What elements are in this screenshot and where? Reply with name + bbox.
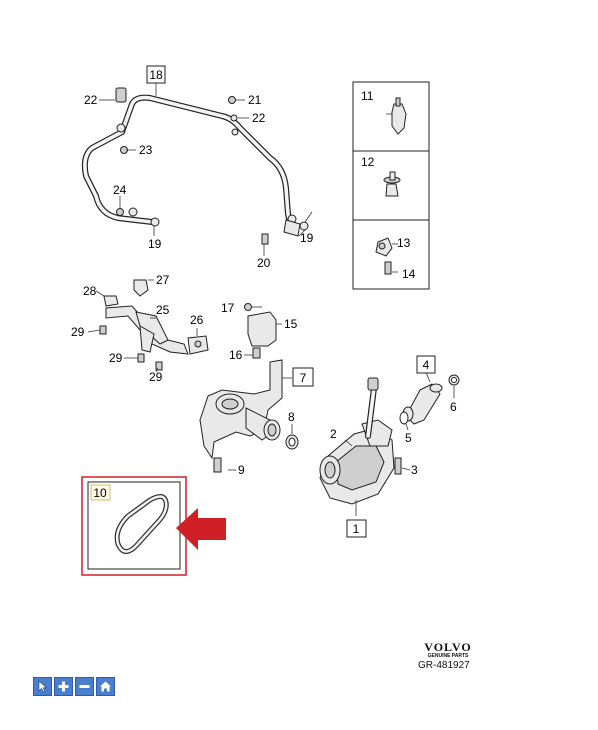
callout-5[interactable]: 5 bbox=[405, 431, 412, 445]
callout-box-1[interactable]: 1 bbox=[346, 519, 367, 538]
logo-brand: VOLVO bbox=[424, 640, 472, 654]
bracket-15 bbox=[244, 303, 282, 359]
callout-9[interactable]: 9 bbox=[238, 463, 245, 477]
callout-25[interactable]: 24 bbox=[113, 183, 127, 197]
callout-box-18[interactable]: 18 bbox=[146, 65, 166, 84]
callout-6[interactable]: 6 bbox=[450, 400, 457, 414]
callout-11[interactable]: 11 bbox=[361, 89, 374, 103]
svg-text:7: 7 bbox=[300, 371, 307, 385]
callout-box-7[interactable]: 7 bbox=[292, 367, 314, 387]
callout-23[interactable]: 22 bbox=[84, 93, 98, 107]
callout-16[interactable]: 16 bbox=[229, 348, 243, 362]
zoom-out-button[interactable] bbox=[75, 677, 94, 696]
pointer-icon bbox=[38, 680, 48, 693]
callout-19b[interactable]: 19 bbox=[300, 231, 314, 245]
home-button[interactable] bbox=[96, 677, 115, 696]
callout-17[interactable]: 17 bbox=[221, 301, 235, 315]
svg-text:18: 18 bbox=[149, 68, 163, 82]
callout-28b[interactable]: 28 bbox=[83, 284, 97, 298]
logo-subtitle: GENUINE PARTS bbox=[427, 653, 469, 659]
callout-29c[interactable]: 29 bbox=[149, 370, 163, 384]
svg-text:1: 1 bbox=[353, 522, 360, 536]
callout-26[interactable]: 25 bbox=[156, 303, 170, 317]
callout-2[interactable]: 2 bbox=[330, 427, 337, 441]
svg-text:4: 4 bbox=[423, 358, 430, 372]
callout-8[interactable]: 8 bbox=[288, 410, 295, 424]
pointer-button[interactable] bbox=[33, 677, 52, 696]
home-icon bbox=[100, 681, 111, 692]
callout-28a[interactable]: 27 bbox=[156, 273, 170, 287]
bracket-group-26-29 bbox=[87, 279, 209, 373]
callout-15[interactable]: 15 bbox=[284, 317, 298, 331]
diagram-toolbar bbox=[33, 677, 115, 696]
highlight-arrow bbox=[176, 508, 226, 550]
callout-29b[interactable]: 29 bbox=[109, 351, 123, 365]
callout-27[interactable]: 26 bbox=[190, 313, 204, 327]
callout-14[interactable]: 14 bbox=[402, 267, 416, 281]
minus-icon bbox=[79, 685, 90, 688]
coolant-pipe-18 bbox=[81, 87, 309, 245]
leader-lines-top bbox=[99, 82, 313, 256]
zoom-in-button[interactable] bbox=[54, 677, 73, 696]
callout-21[interactable]: 21 bbox=[248, 93, 262, 107]
volvo-logo: VOLVO GENUINE PARTS bbox=[418, 640, 478, 659]
svg-text:10: 10 bbox=[93, 486, 107, 500]
callout-12[interactable]: 12 bbox=[361, 155, 375, 169]
callout-3[interactable]: 3 bbox=[411, 463, 418, 477]
pump-assembly-1 bbox=[319, 377, 411, 516]
diagram-reference: GR-481927 bbox=[418, 660, 470, 671]
hose-4 bbox=[399, 371, 460, 431]
callout-24[interactable]: 23 bbox=[139, 143, 153, 157]
plus-icon bbox=[58, 681, 69, 692]
callout-box-10[interactable]: 10 bbox=[90, 484, 111, 501]
callout-29a[interactable]: 29 bbox=[71, 325, 85, 339]
detail-panel bbox=[352, 81, 430, 290]
callout-20[interactable]: 20 bbox=[257, 256, 271, 270]
callout-19a[interactable]: 19 bbox=[148, 237, 162, 251]
callout-box-4[interactable]: 4 bbox=[416, 355, 436, 374]
pump-housing-7 bbox=[199, 359, 299, 473]
callout-22[interactable]: 22 bbox=[252, 111, 266, 125]
callout-13[interactable]: 13 bbox=[397, 236, 411, 250]
